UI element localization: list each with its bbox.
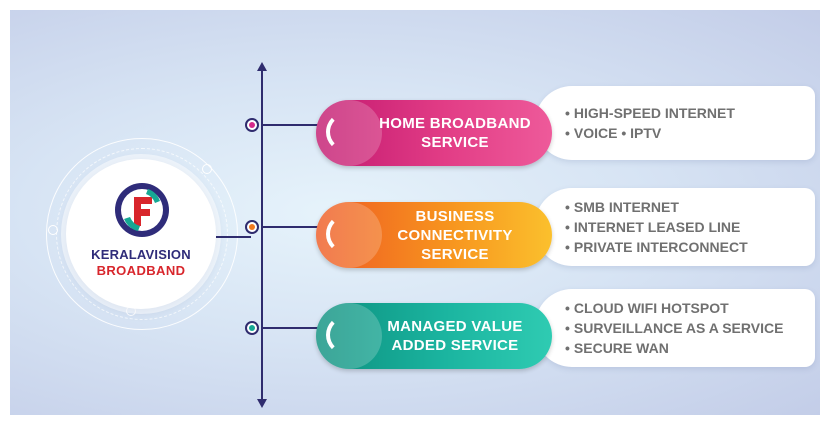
- service-card-managed: •CLOUD WIFI HOTSPOT •SURVEILLANCE AS A S…: [535, 289, 815, 367]
- feature-item: •INTERNET LEASED LINE: [565, 219, 741, 235]
- feature-item: •SMB INTERNET: [565, 199, 679, 215]
- feature-list: •HIGH-SPEED INTERNET •VOICE • IPTV: [565, 103, 735, 143]
- feature-list: •SMB INTERNET •INTERNET LEASED LINE •PRI…: [565, 197, 748, 257]
- feature-item: •HIGH-SPEED INTERNET: [565, 105, 735, 121]
- arc-icon: [326, 112, 366, 152]
- feature-item: •CLOUD WIFI HOTSPOT: [565, 300, 729, 316]
- node-business-connectivity: [245, 220, 259, 234]
- decorative-ring: [56, 148, 228, 320]
- brand-subtitle: BROADBAND: [96, 263, 186, 278]
- branch-line: [262, 226, 322, 228]
- brand-name: KERALAVISION: [91, 247, 191, 262]
- arc-icon: [326, 315, 366, 355]
- branch-line: [262, 327, 322, 329]
- logo: KERALAVISION BROADBAND: [66, 159, 216, 309]
- connector-line: [216, 236, 251, 238]
- arrow-up-icon: [257, 62, 267, 71]
- arc-icon: [326, 214, 366, 254]
- feature-list: •CLOUD WIFI HOTSPOT •SURVEILLANCE AS A S…: [565, 298, 783, 358]
- node-home-broadband: [245, 118, 259, 132]
- decorative-dot: [202, 164, 212, 174]
- background-panel: KERALAVISION BROADBAND •HIGH-SPEED INTER…: [10, 10, 820, 415]
- service-card-home: •HIGH-SPEED INTERNET •VOICE • IPTV: [535, 86, 815, 160]
- keralavision-logo-icon: [115, 183, 169, 237]
- arrow-down-icon: [257, 399, 267, 408]
- feature-item: •PRIVATE INTERCONNECT: [565, 239, 748, 255]
- decorative-ring: [46, 138, 238, 330]
- branch-line: [262, 124, 322, 126]
- feature-item: •VOICE • IPTV: [565, 125, 662, 141]
- service-card-business: •SMB INTERNET •INTERNET LEASED LINE •PRI…: [535, 188, 815, 266]
- feature-item: •SECURE WAN: [565, 340, 669, 356]
- decorative-dot: [48, 225, 58, 235]
- node-managed-value-added: [245, 321, 259, 335]
- timeline-axis: [261, 70, 263, 400]
- feature-item: •SURVEILLANCE AS A SERVICE: [565, 320, 784, 336]
